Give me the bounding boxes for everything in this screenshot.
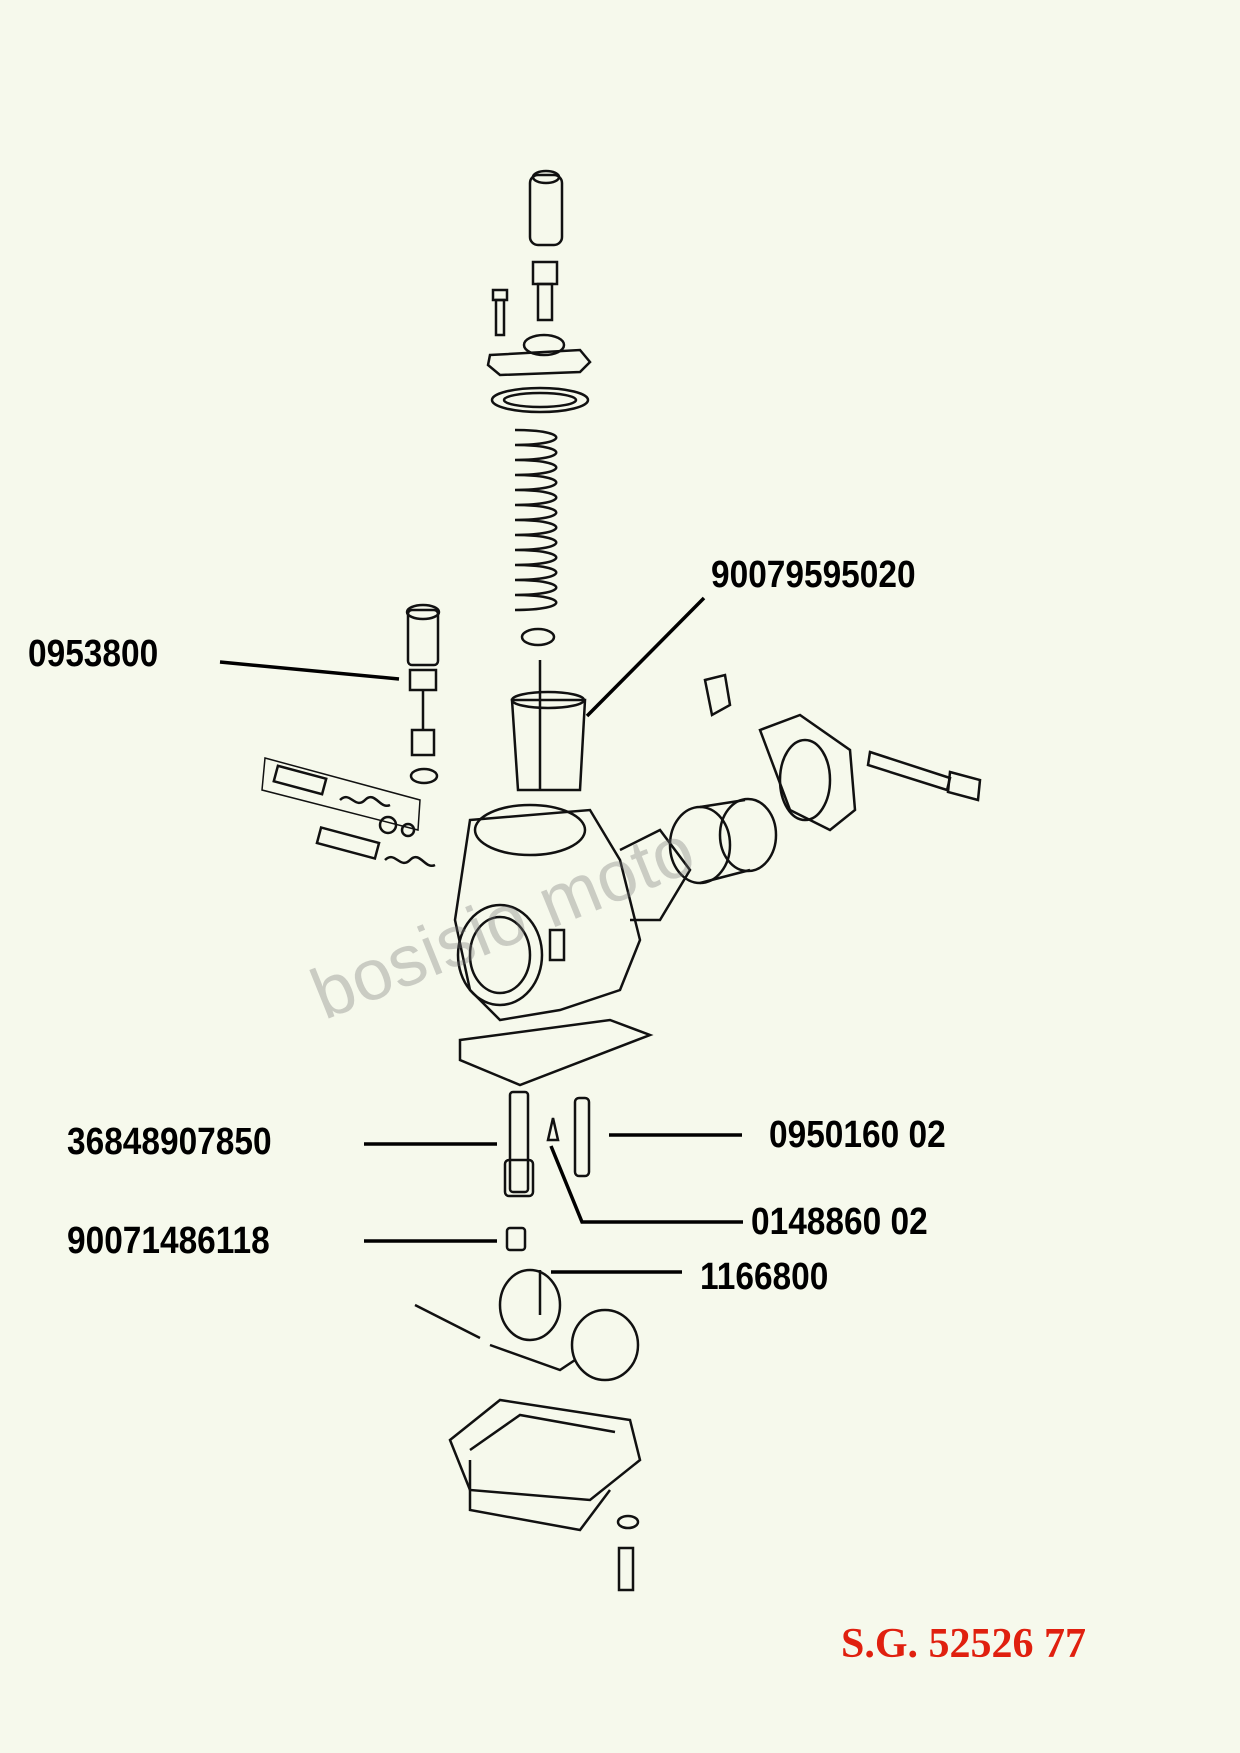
main-jet-part: [505, 1226, 527, 1252]
float-bowl: [448, 1398, 642, 1532]
leader-throttle-valve: [585, 596, 706, 718]
cable-adjuster: [531, 260, 559, 322]
leader-starter-plunger: [219, 660, 400, 681]
spring: [514, 428, 558, 612]
bowl-screw: [616, 1514, 640, 1592]
needle-jet-part: [503, 1090, 535, 1198]
clamp: [703, 673, 857, 832]
part-label-main-jet: 90071486118: [67, 1220, 270, 1262]
cover-screw: [491, 288, 509, 337]
part-label-needle-jet: 36848907850: [67, 1121, 272, 1163]
rubber-sleeve: [668, 797, 778, 885]
part-label-float-needle-jet: 0148860 02: [751, 1201, 928, 1243]
starter-plunger: [405, 603, 441, 785]
part-label-throttle-valve: 90079595020: [711, 554, 916, 596]
float-needle-jet-part: [546, 1117, 560, 1142]
body-gasket: [458, 1018, 654, 1087]
needle-clip-plate: [520, 627, 556, 647]
idle-screw-assembly: [261, 757, 436, 868]
leader-lines: [219, 596, 743, 1274]
part-label-starter-plunger: 0953800: [28, 633, 159, 675]
part-label-idle-jet: 0950160 02: [769, 1114, 946, 1156]
drawing-code: S.G. 52526 77: [841, 1621, 1087, 1667]
float-assembly: [414, 1268, 640, 1382]
gasket-top: [490, 386, 590, 414]
carburetor-body: [453, 803, 692, 1022]
cable-boot: [528, 169, 564, 247]
throttle-valve: [510, 660, 587, 792]
top-cover: [486, 333, 592, 377]
leader-float-needle-jet: [549, 1145, 743, 1224]
part-label-float-needle: 1166800: [700, 1256, 829, 1298]
idle-jet-part: [573, 1096, 591, 1178]
clamp-bolt: [866, 750, 982, 802]
